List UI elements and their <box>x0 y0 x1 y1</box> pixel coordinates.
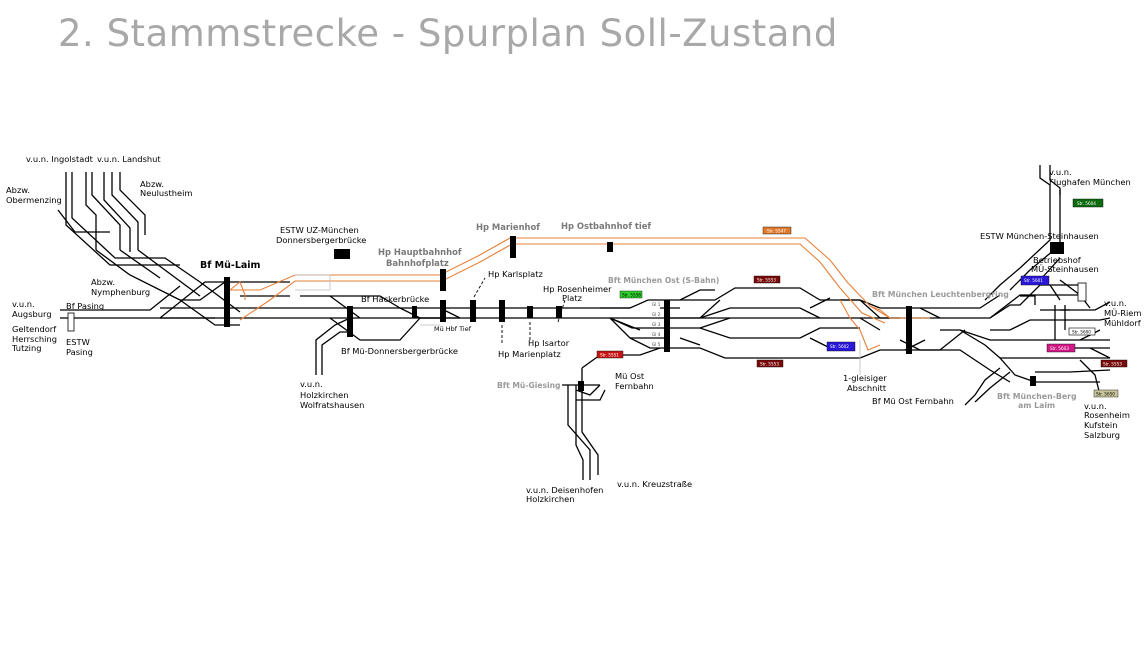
track-label: Gl 3 <box>652 322 661 327</box>
label-hp-marienplatz: Hp Marienplatz <box>498 349 561 359</box>
badge-label: Str. 5558 <box>622 293 641 298</box>
label-obermenzing: Obermenzing <box>6 195 62 205</box>
label-hp-karlsplatz: Hp Karlsplatz <box>488 269 543 279</box>
label-betriebshof-steinhausen: Betriebshof <box>1033 255 1082 265</box>
label-hp-rosenheimer-platz: Platz <box>562 293 582 303</box>
label-rosenheim: Salzburg <box>1084 430 1120 440</box>
label-hp-ostbahnhof-tief: Hp Ostbahnhof tief <box>561 221 651 231</box>
label-geltendorf: Herrsching <box>12 334 57 344</box>
badge-label: Str. 5602 <box>830 344 849 349</box>
badge-label: Str. 5601 <box>1024 278 1043 283</box>
label-rosenheim: Kufstein <box>1084 420 1117 430</box>
track-label: Gl 4 <box>652 332 661 337</box>
label-holzkirchen: Wolfratshausen <box>300 400 364 410</box>
page-title: 2. Stammstrecke - Spurplan Soll-Zustand <box>58 12 838 55</box>
label-estw-uz: Donnersbergerbrücke <box>276 235 366 245</box>
small-boxes <box>67 282 1087 332</box>
route-badges: Str. 5547 Str. 5558 Str. 5553 Str. 5553 … <box>596 198 1128 398</box>
label-eingleisig: 1-gleisiger <box>843 373 887 383</box>
badge-label: Str. 5600 <box>1072 330 1091 335</box>
label-estw-pasing: Pasing <box>66 347 93 357</box>
label-riem: MÜ-Riem <box>1104 308 1141 318</box>
label-hp-rosenheimer-platz: Hp Rosenheimer <box>543 284 612 294</box>
badge-label: Str. 5553 <box>760 362 779 367</box>
label-holzkirchen: Holzkirchen <box>300 390 349 400</box>
badge-label: Str. 5547 <box>767 229 786 234</box>
label-leuchtenbergring: Bft München Leuchtenbergring <box>872 290 1009 299</box>
label-bf-mue-laim: Bf Mü-Laim <box>200 260 261 271</box>
station-labels: v.u.n. Ingolstadt v.u.n. Landshut Abzw. … <box>6 154 1142 504</box>
label-neulustheim: Neulustheim <box>140 188 192 198</box>
label-bf-hackerbruecke: Bf Hackerbrücke <box>361 294 429 304</box>
label-mue-ost-fernbahn: Mü Ost <box>615 371 645 381</box>
label-bf-ost-fernbahn: Bf Mü Ost Fernbahn <box>872 396 954 406</box>
label-hp-isartor: Hp Isartor <box>528 338 570 348</box>
label-hp-hauptbahnhof: Bahnhofplatz <box>386 258 449 268</box>
label-holzkirchen: v.u.n. <box>300 379 323 389</box>
label-bf-pasing: Bf Pasing <box>66 301 104 311</box>
label-kreuzstrasse: v.u.n. Kreuzstraße <box>617 479 692 489</box>
badge-label: Str. 5553 <box>1103 362 1122 367</box>
label-estw-steinhausen: ESTW München-Steinhausen <box>980 231 1099 241</box>
label-rosenheim: v.u.n. <box>1084 401 1107 411</box>
label-flughafen: Flughafen München <box>1049 177 1131 187</box>
track-label: Gl 1 <box>652 302 661 307</box>
label-deisenhofen: Holzkirchen <box>526 494 575 504</box>
label-neulustheim: Abzw. <box>140 179 164 189</box>
label-nymphenburg: Nymphenburg <box>91 287 150 297</box>
track-label: Gl 2 <box>652 312 661 317</box>
label-nymphenburg: Abzw. <box>91 277 115 287</box>
badge-label: Str. 5553 <box>757 278 776 283</box>
station-bars <box>224 236 1064 391</box>
label-bft-ost-sbahn: Bft München Ost (S-Bahn) <box>608 276 719 285</box>
label-bft-berg-am-laim: Bft München-Berg <box>997 392 1077 401</box>
badge-label: Str. 5650 <box>1096 392 1115 397</box>
label-geltendorf: Geltendorf <box>12 324 57 334</box>
label-estw-uz: ESTW UZ-München <box>280 225 359 235</box>
label-ingolstadt: v.u.n. Ingolstadt <box>26 154 94 164</box>
aux-lines <box>295 274 861 375</box>
badge-label: Str. 5603 <box>1050 346 1069 351</box>
label-geltendorf: Tutzing <box>11 343 42 353</box>
track-number-labels: Gl 1 Gl 2 Gl 3 Gl 4 Gl 5 <box>652 302 661 347</box>
label-betriebshof-steinhausen: MÜ-Steinhausen <box>1031 264 1099 274</box>
label-bft-berg-am-laim: am Laim <box>1018 401 1055 410</box>
label-estw-pasing: ESTW <box>66 337 90 347</box>
label-augsburg: v.u.n. <box>12 299 35 309</box>
label-riem: v.u.n. <box>1104 298 1127 308</box>
badge-label: Str. 5604 <box>1077 201 1096 206</box>
label-bft-giesing: Bft Mü-Giesing <box>497 381 560 390</box>
label-riem: Mühldorf <box>1104 318 1142 328</box>
label-obermenzing: Abzw. <box>6 185 30 195</box>
badge-label: Str. 5551 <box>600 353 619 358</box>
label-hp-marienhof: Hp Marienhof <box>476 222 540 232</box>
label-rosenheim: Rosenheim <box>1084 410 1130 420</box>
label-hp-hauptbahnhof: Hp Hauptbahnhof <box>378 247 462 257</box>
label-mue-hbf-tief: Mü Hbf Tief <box>434 325 472 333</box>
label-eingleisig: Abschnitt <box>847 383 887 393</box>
track-network <box>57 165 1111 480</box>
label-flughafen: v.u.n. <box>1049 167 1072 177</box>
label-augsburg: Augsburg <box>12 309 52 319</box>
track-label: Gl 5 <box>652 342 661 347</box>
label-mue-ost-fernbahn: Fernbahn <box>615 381 654 391</box>
label-deisenhofen: v.u.n. Deisenhofen <box>526 485 603 495</box>
label-bf-donnersbergerbruecke: Bf Mü-Donnersbergerbrücke <box>341 346 458 356</box>
label-landshut: v.u.n. Landshut <box>97 154 161 164</box>
